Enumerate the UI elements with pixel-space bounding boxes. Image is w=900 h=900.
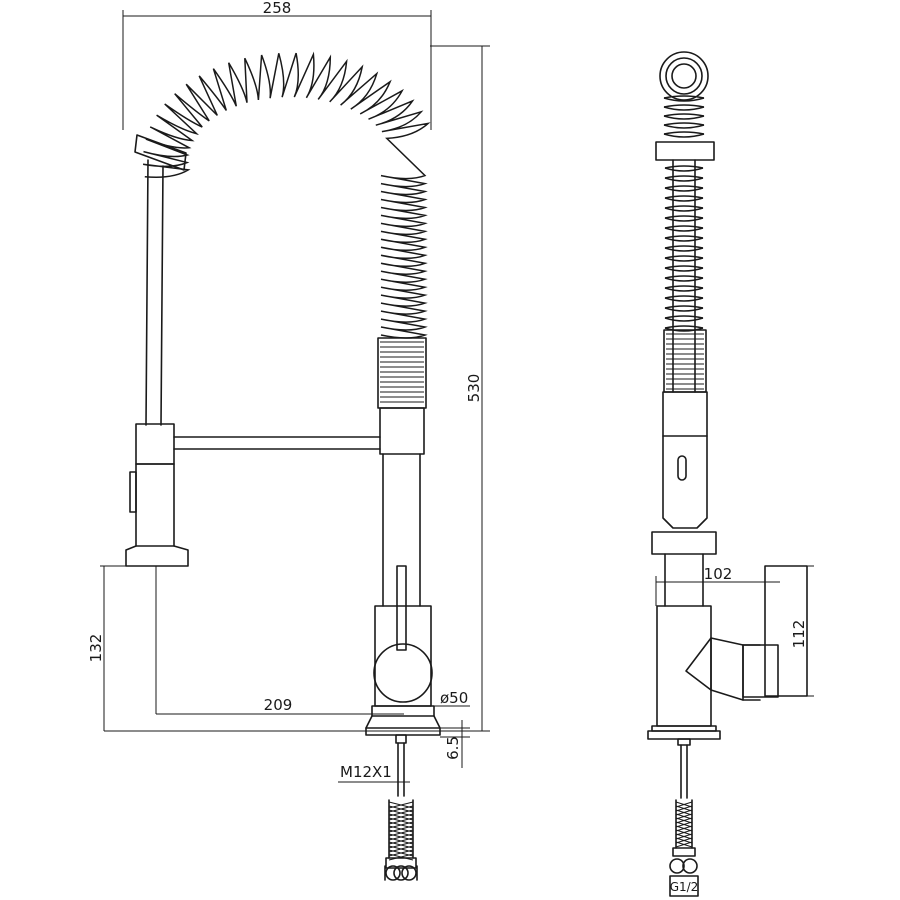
dim-side-reach: 102: [655, 565, 780, 606]
dim-label-thread: M12X1: [340, 763, 392, 781]
side-braided-hose: G1/2: [669, 799, 699, 897]
spray-head: [134, 134, 187, 426]
dim-label-spout-reach: 209: [264, 696, 293, 714]
dim-label-total-width: 258: [263, 0, 292, 17]
dim-spout-reach: 209: [155, 566, 404, 715]
dim-label-total-height: 530: [465, 374, 483, 403]
dim-base-diameter: ø50: [372, 689, 470, 707]
side-base: [647, 725, 721, 799]
holder-column: [125, 463, 189, 567]
dim-label-side-height: 112: [790, 620, 808, 649]
dim-side-height: 112: [780, 565, 814, 697]
dim-body-height: 132: [87, 565, 160, 731]
main-column: [365, 453, 441, 736]
threaded-rod: [395, 734, 407, 797]
dim-base-thickness: 6.5: [440, 720, 470, 768]
dim-label-base-diameter: ø50: [440, 689, 468, 707]
side-clip: [655, 141, 715, 161]
side-spring-top: [659, 51, 709, 138]
dim-label-body-height: 132: [87, 634, 105, 663]
spring-coil: [142, 51, 431, 339]
dim-label-side-reach: 102: [704, 565, 733, 583]
spring-sleeve: [377, 337, 427, 409]
holder-arm: [135, 407, 425, 465]
side-holder: [651, 391, 717, 555]
front-view: 258 530 132 209 ø50: [87, 0, 490, 881]
dim-label-base-thickness: 6.5: [444, 736, 462, 760]
side-spring: [664, 159, 704, 393]
dim-label-hose-thread: G1/2: [670, 880, 699, 894]
side-sleeve: [663, 329, 707, 393]
dim-total-height: 530: [430, 45, 490, 731]
braided-hose: [384, 799, 418, 881]
dim-thread: M12X1: [338, 763, 410, 783]
side-view: G1/2 102 112: [647, 51, 814, 897]
dim-total-width: 258: [122, 0, 432, 130]
